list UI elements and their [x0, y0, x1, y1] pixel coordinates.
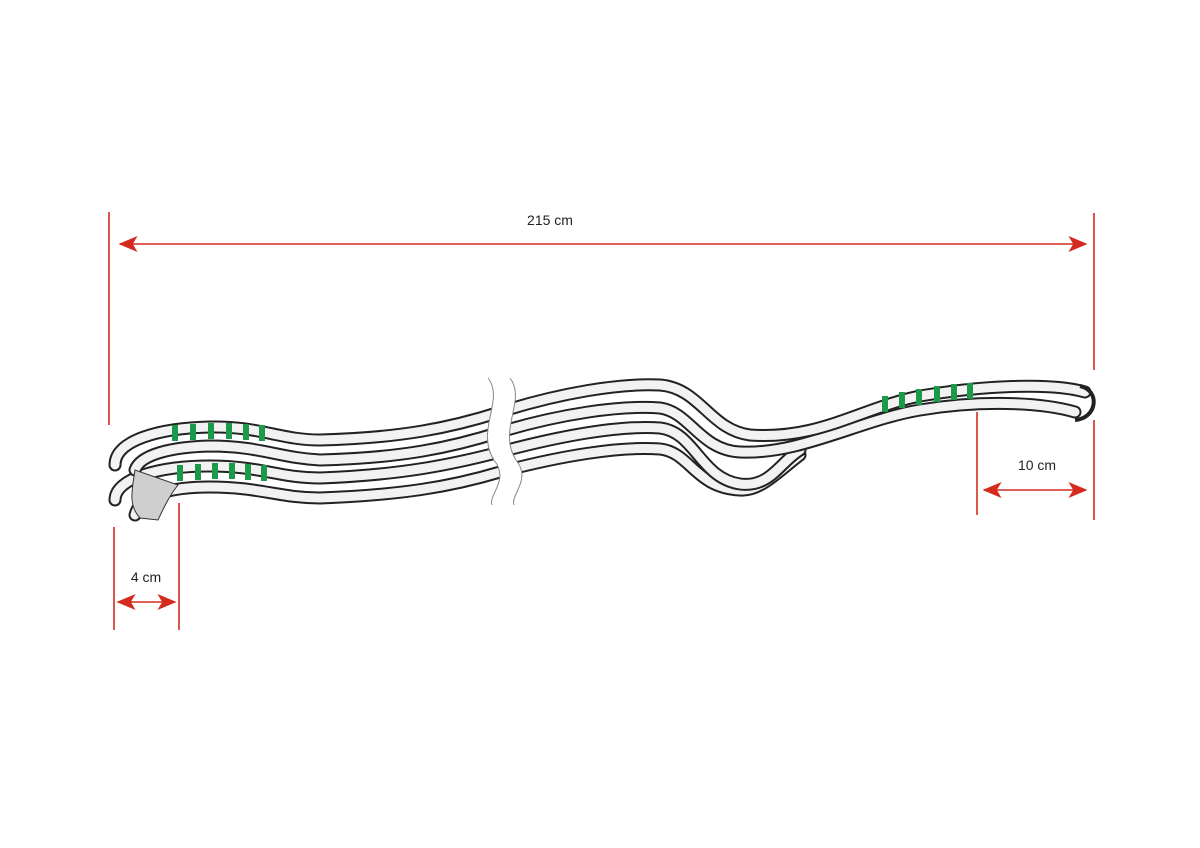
dimension-end-loop: 10 cm: [976, 412, 1095, 520]
stitching-right: [882, 383, 973, 412]
stitching-left-upper: [172, 423, 265, 441]
dimension-start-loop: 4 cm: [113, 503, 180, 630]
length-break: [486, 377, 523, 506]
end-loop-length-label: 10 cm: [1018, 457, 1056, 473]
total-length-label: 215 cm: [527, 212, 573, 228]
dimension-total-length: 215 cm: [108, 212, 1095, 425]
start-loop-shade: [131, 469, 179, 521]
sling-strap: [108, 377, 1096, 522]
stitching-left-lower: [177, 463, 267, 481]
end-loop-tip: [1074, 384, 1096, 422]
strap-band-1: [108, 378, 1092, 472]
start-loop-length-label: 4 cm: [131, 569, 161, 585]
strap-band-2: [128, 396, 1082, 477]
